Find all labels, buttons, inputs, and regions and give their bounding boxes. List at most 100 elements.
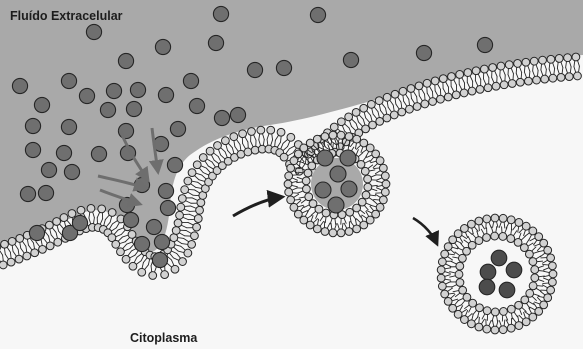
vesicle-particle xyxy=(340,150,356,166)
lipid-head xyxy=(337,229,345,237)
solute-particle xyxy=(158,183,173,198)
lipid-head xyxy=(230,133,238,141)
lipid-head xyxy=(305,193,313,201)
lipid-head xyxy=(360,221,368,229)
lipid-head xyxy=(522,58,530,66)
lipid-head xyxy=(491,214,499,222)
solute-particle xyxy=(152,252,167,267)
lipid-head xyxy=(193,223,201,231)
lipid-head xyxy=(376,118,384,126)
lipid-head xyxy=(176,211,184,219)
lipid-head xyxy=(499,214,507,222)
lipid-head xyxy=(505,61,513,69)
lipid-head xyxy=(381,172,389,180)
lipid-head xyxy=(547,254,555,262)
solute-particle xyxy=(86,24,101,39)
lipid-head xyxy=(449,304,457,312)
lipid-head xyxy=(468,87,476,95)
lipid-head xyxy=(549,74,557,82)
lipid-head xyxy=(467,220,475,228)
lipid-head xyxy=(345,113,353,121)
lipid-head xyxy=(458,254,466,262)
solute-particle xyxy=(79,88,94,103)
lipid-head xyxy=(381,188,389,196)
lipid-head xyxy=(480,65,488,73)
lipid-head xyxy=(267,126,275,134)
process-arrow-2 xyxy=(413,218,437,244)
lipid-head xyxy=(463,293,471,301)
lipid-head xyxy=(522,222,530,230)
solute-particle xyxy=(64,164,79,179)
lipid-head xyxy=(360,104,368,112)
vesicle-particle xyxy=(341,181,357,197)
lipid-head xyxy=(346,208,354,216)
lipid-head xyxy=(549,262,557,270)
lipid-head xyxy=(413,103,421,111)
solute-particle xyxy=(25,142,40,157)
solute-particle xyxy=(20,186,35,201)
lipid-head xyxy=(455,270,463,278)
lipid-head xyxy=(515,322,523,330)
lipid-head xyxy=(423,79,431,87)
lipid-head xyxy=(544,246,552,254)
lipid-head xyxy=(221,137,229,145)
lipid-head xyxy=(431,77,439,85)
lipid-head xyxy=(382,180,390,188)
lipid-head xyxy=(322,209,330,217)
lipid-head xyxy=(46,242,54,250)
solute-particle xyxy=(416,45,431,60)
lipid-head xyxy=(544,294,552,302)
lipid-head xyxy=(7,258,15,266)
lipid-head xyxy=(476,304,484,312)
lipid-head xyxy=(452,91,460,99)
lipid-head xyxy=(497,62,505,70)
lipid-head xyxy=(476,85,484,93)
lipid-head xyxy=(514,60,522,68)
lipid-head xyxy=(313,135,321,143)
lipid-head xyxy=(555,55,563,63)
lipid-head xyxy=(321,228,329,236)
lipid-head xyxy=(0,261,7,269)
lipid-head xyxy=(399,87,407,95)
lipid-head xyxy=(251,146,259,154)
lipid-head xyxy=(483,215,491,223)
lipid-head xyxy=(284,180,292,188)
lipid-head xyxy=(456,262,464,270)
lipid-head xyxy=(277,128,285,136)
lipid-head xyxy=(330,123,338,131)
lipid-head xyxy=(353,135,361,143)
lipid-head xyxy=(45,221,53,229)
lipid-head xyxy=(491,326,499,334)
solute-particle xyxy=(158,87,173,102)
lipid-head xyxy=(309,200,317,208)
solute-particle xyxy=(183,73,198,88)
lipid-head xyxy=(364,175,372,183)
lipid-head xyxy=(391,90,399,98)
lipid-head xyxy=(549,270,557,278)
lipid-head xyxy=(574,72,582,80)
lipid-head xyxy=(507,324,515,332)
solute-particle xyxy=(167,157,182,172)
lipid-head xyxy=(248,128,256,136)
lipid-head xyxy=(179,258,187,266)
lipid-head xyxy=(129,262,137,270)
lipid-head xyxy=(337,131,345,139)
lipid-head xyxy=(572,53,580,61)
lipid-head xyxy=(353,225,361,233)
solute-particle xyxy=(247,62,262,77)
lipid-head xyxy=(516,78,524,86)
lipid-head xyxy=(16,235,24,243)
solute-particle xyxy=(134,236,149,251)
lipid-head xyxy=(448,73,456,81)
lipid-head xyxy=(525,250,533,258)
lipid-head xyxy=(541,75,549,83)
solute-particle xyxy=(130,82,145,97)
lipid-head xyxy=(184,177,192,185)
lipid-head xyxy=(31,249,39,257)
lipid-head xyxy=(456,279,464,287)
lipid-head xyxy=(468,241,476,249)
lipid-head xyxy=(287,133,295,141)
lipid-head xyxy=(492,82,500,90)
lipid-head xyxy=(459,286,467,294)
lipid-head xyxy=(483,307,491,315)
